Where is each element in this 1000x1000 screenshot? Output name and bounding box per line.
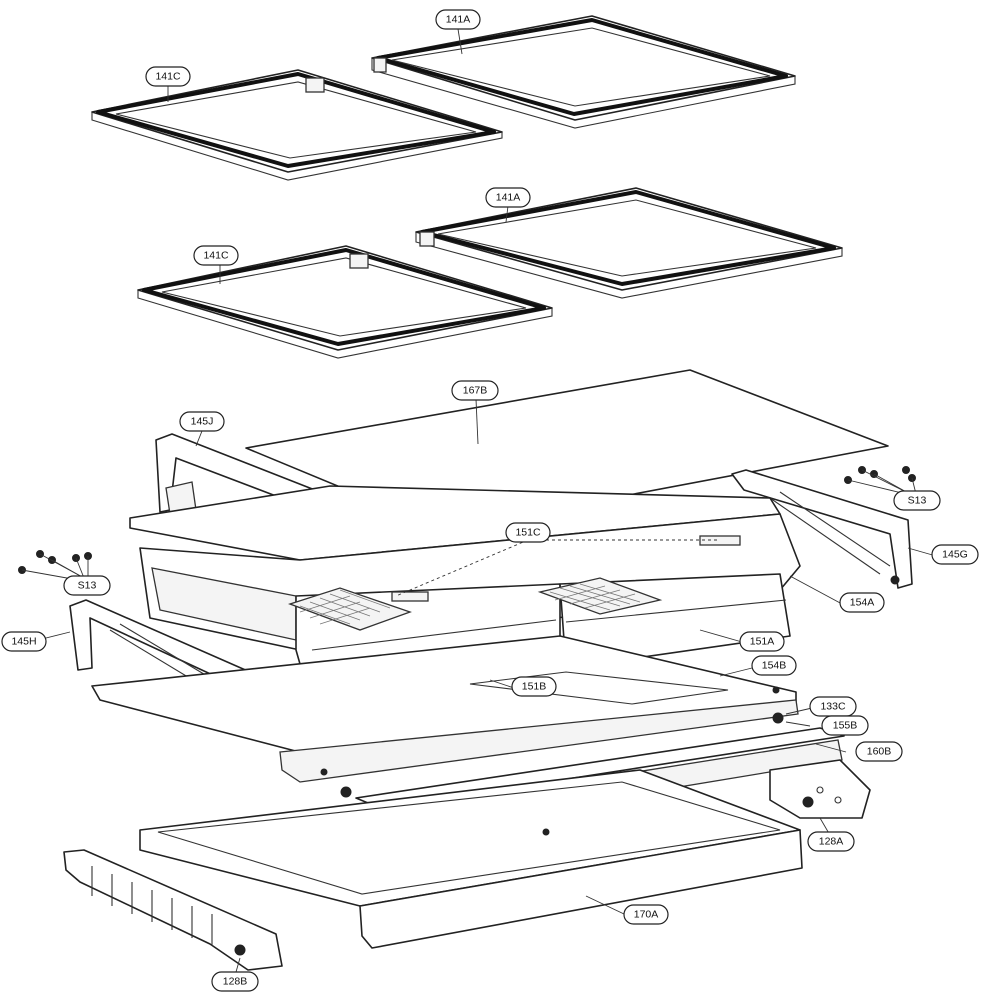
callout-133c: 133C (809, 696, 857, 717)
callout-154a: 154A (839, 592, 885, 613)
callout-label: 154B (762, 660, 787, 672)
callout-label: S13 (78, 580, 97, 592)
callout-s13-left: S13 (63, 575, 111, 596)
callout-label: 145G (942, 549, 968, 561)
callout-label: 141A (496, 192, 521, 204)
callout-label: 141C (155, 71, 181, 83)
callout-151c: 151C (505, 522, 551, 543)
callout-145j: 145J (179, 411, 225, 432)
callout-167b: 167B (451, 380, 499, 401)
shelf-141c-top (91, 69, 503, 181)
callout-170a: 170A (623, 904, 669, 925)
callout-151a: 151A (739, 631, 785, 652)
callout-155b: 155B (821, 715, 869, 736)
side-bracket-145g (731, 469, 913, 589)
callout-141c-mid: 141C (193, 245, 239, 266)
callout-label: S13 (908, 495, 927, 507)
callout-label: 141A (446, 14, 471, 26)
callout-s13-right: S13 (893, 490, 941, 511)
callout-label: 151C (515, 527, 541, 539)
shelf-141c-mid (137, 245, 553, 359)
callout-label: 160B (867, 746, 892, 758)
callout-label: 128A (819, 836, 844, 848)
callout-label: 155B (833, 720, 858, 732)
callout-145g: 145G (931, 544, 979, 565)
callout-141a-top: 141A (435, 9, 481, 30)
callout-label: 133C (820, 701, 846, 713)
callout-160b: 160B (855, 741, 903, 762)
callout-label: 151B (522, 681, 547, 693)
leader-lines (37, 28, 937, 973)
callout-label: 141C (203, 250, 229, 262)
callout-154b: 154B (751, 655, 797, 676)
shelf-141a-mid (415, 187, 843, 299)
callout-141a-mid: 141A (485, 187, 531, 208)
callout-label: 128B (223, 976, 248, 988)
screw-set-s13-left (18, 550, 92, 581)
bracket-128a (769, 759, 871, 819)
callout-151b: 151B (511, 676, 557, 697)
drawer-frame-154b (91, 635, 799, 783)
shelf-141a-top (371, 15, 796, 129)
callout-label: 167B (463, 385, 488, 397)
callout-label: 145J (191, 416, 214, 428)
bracket-128b (63, 849, 283, 971)
callout-141c-top: 141C (145, 66, 191, 87)
callout-128a: 128A (807, 831, 855, 852)
callout-145h: 145H (1, 631, 47, 652)
bottom-tray-170a (139, 769, 803, 949)
screw-set-s13-right (844, 466, 917, 495)
callout-label: 145H (11, 636, 36, 648)
callout-128b: 128B (211, 971, 259, 992)
callout-label: 170A (634, 909, 659, 921)
callout-label: 151A (750, 636, 775, 648)
callout-label: 154A (850, 597, 875, 609)
